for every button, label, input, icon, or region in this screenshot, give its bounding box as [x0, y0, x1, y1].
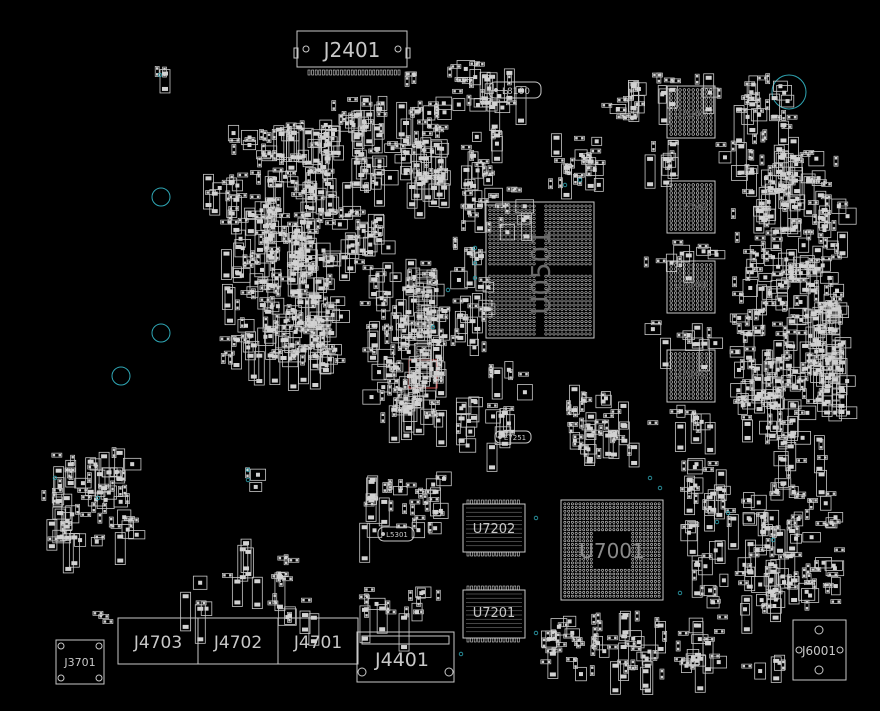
label-l5301: L5301	[386, 531, 408, 539]
label-j6001: J6001	[801, 644, 836, 658]
label-u7201: U7201	[473, 606, 516, 621]
label-j4401: J4401	[374, 649, 429, 671]
label-j4701: J4701	[293, 633, 342, 653]
label-u2001: U2001	[675, 109, 708, 120]
label-j3701: J3701	[63, 656, 95, 669]
label-u7001: U7001	[579, 539, 645, 563]
label-u0501: U0501	[527, 229, 557, 314]
label-e7251: E7251	[504, 434, 526, 442]
label-j4703: J4703	[133, 633, 182, 653]
label-u7202: U7202	[473, 522, 516, 537]
label-j4702: J4702	[213, 633, 262, 653]
label-u2101: U2101	[675, 280, 708, 291]
label-j2401: J2401	[322, 38, 381, 62]
label-u2002: U2002	[675, 202, 708, 213]
